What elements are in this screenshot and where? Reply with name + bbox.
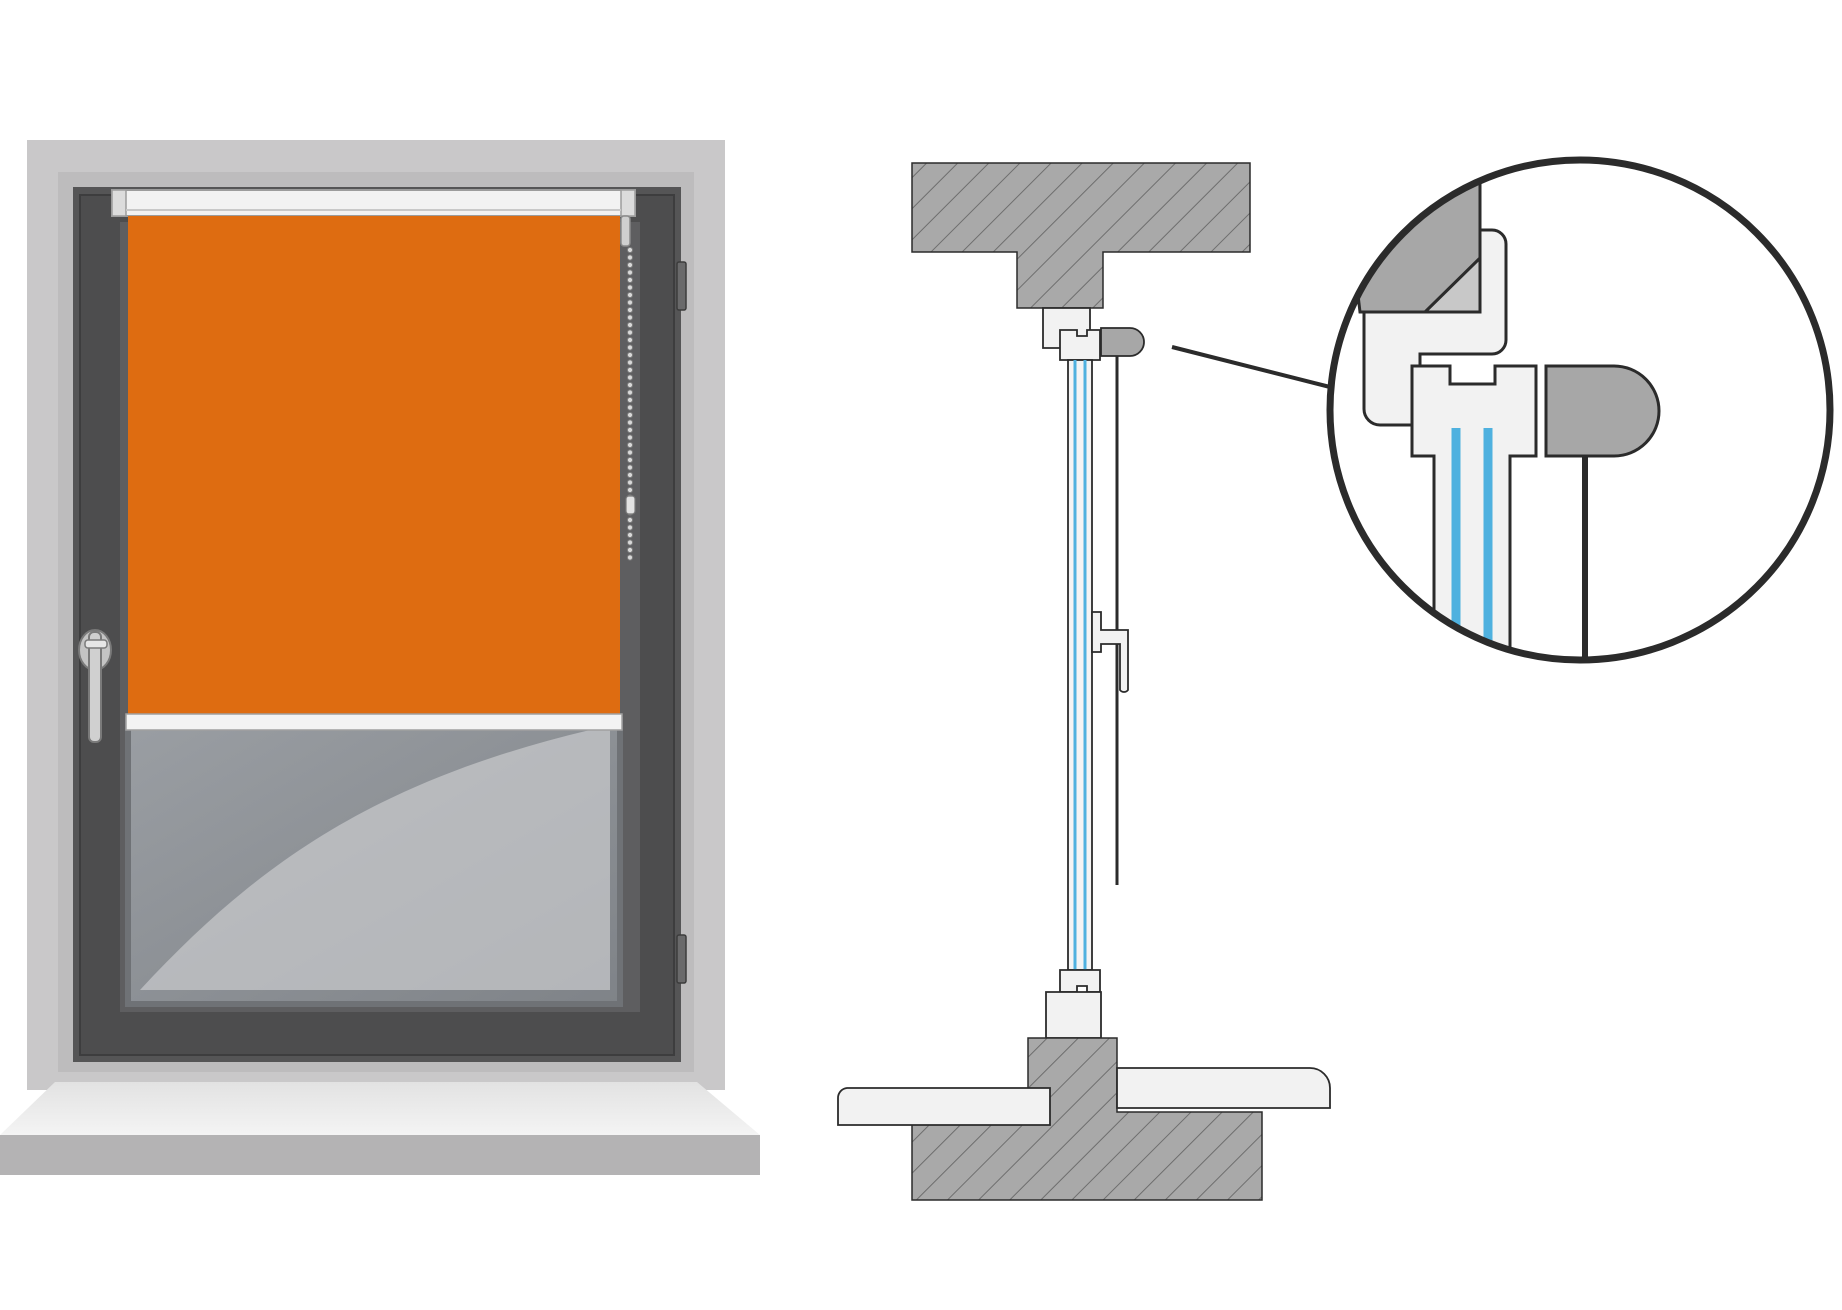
chain-control xyxy=(620,215,636,561)
chain-bead xyxy=(626,366,634,374)
chain-bead xyxy=(626,351,634,359)
chain-bead xyxy=(626,344,634,351)
bottom-frame-profile xyxy=(1045,991,1102,1039)
mag-cassette-end xyxy=(1544,364,1661,458)
chain-bead xyxy=(626,276,634,284)
magnifier-ring xyxy=(1326,156,1834,664)
chain-bead xyxy=(626,441,634,449)
chain-bead xyxy=(626,404,634,411)
window-sill-top xyxy=(0,1082,760,1135)
chain-bead xyxy=(626,456,634,464)
exterior-sill xyxy=(1116,1067,1331,1109)
chain-bead xyxy=(626,411,634,419)
chain-bead xyxy=(626,449,634,456)
headrail-endcap-right xyxy=(620,189,636,217)
headrail-endcap-left xyxy=(111,189,127,217)
chain-bead xyxy=(626,539,634,546)
chain-bead xyxy=(626,479,634,486)
blind-bottom-bar xyxy=(125,713,623,731)
cassette-clip xyxy=(1100,327,1145,357)
chain-bead xyxy=(626,396,634,404)
chain-bead xyxy=(626,329,634,336)
callout-leader-line xyxy=(1171,345,1331,389)
section-view xyxy=(837,162,1331,1201)
blind-fabric xyxy=(128,216,620,716)
hinge-top-icon xyxy=(676,261,687,311)
chain-bead xyxy=(626,434,634,441)
glass-reflection xyxy=(140,730,610,990)
chain-bead xyxy=(626,299,634,306)
window-handle-icon xyxy=(78,629,112,743)
mag-outer-profile xyxy=(1362,228,1508,427)
interior-sill-board xyxy=(837,1087,1051,1126)
chain-guide-bracket xyxy=(1091,611,1129,693)
chain-bead xyxy=(626,321,634,329)
chain-bead xyxy=(626,554,634,561)
chain-bead xyxy=(626,336,634,344)
chain-bead xyxy=(626,284,634,291)
chain-bead xyxy=(626,374,634,381)
chain-bead xyxy=(626,531,634,539)
chain-bead xyxy=(626,516,634,524)
chain-bead xyxy=(626,254,634,261)
window-front-view xyxy=(0,140,760,1175)
chain-bead xyxy=(626,471,634,479)
detail-magnifier xyxy=(1171,156,1834,664)
chain-bead xyxy=(626,261,634,269)
glazing-unit xyxy=(1067,359,1093,971)
chain-bead xyxy=(626,486,634,494)
bottom-sash-profile xyxy=(1059,969,1101,993)
chain-bead xyxy=(626,381,634,389)
lintel xyxy=(911,162,1251,309)
chain-bead xyxy=(626,464,634,471)
hinge-bottom-icon xyxy=(676,934,687,984)
chain-bead xyxy=(626,269,634,276)
chain-bead xyxy=(626,546,634,554)
chain-bead xyxy=(626,306,634,314)
chain-bead xyxy=(626,426,634,434)
blind-headrail xyxy=(111,189,636,217)
chain-bead xyxy=(626,314,634,321)
chain-connector xyxy=(625,495,636,515)
window-sill-front xyxy=(0,1135,760,1175)
chain-bead xyxy=(626,359,634,366)
chain-bead xyxy=(626,389,634,396)
chain-bead xyxy=(626,419,634,426)
chain-bead xyxy=(626,246,634,254)
chain-bead xyxy=(626,524,634,531)
chain-bead xyxy=(626,291,634,299)
